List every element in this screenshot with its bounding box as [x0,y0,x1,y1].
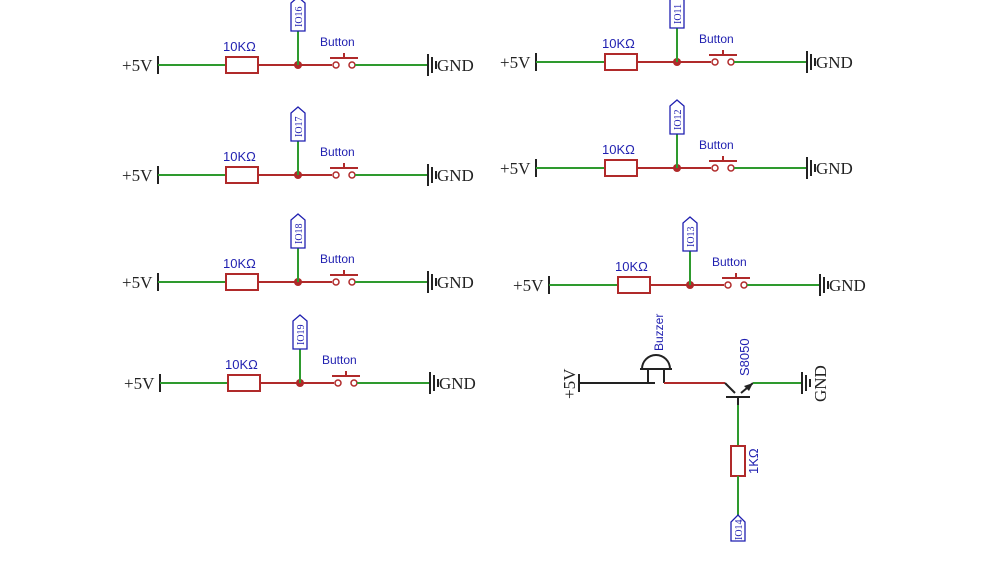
push-button-icon [709,50,737,66]
resistor [225,166,259,184]
ground-label: GND [439,374,476,393]
transistor-icon [724,382,754,405]
ground-label: GND [437,56,474,75]
ground-label: GND [829,276,866,295]
buzzer-ground-label: GND [811,365,830,402]
io-label: IO16 [294,6,305,27]
pulldown-circuits: +5V10KΩIO16ButtonGND+5V10KΩIO17ButtonGND… [122,0,866,394]
ground-label: GND [437,166,474,185]
resistor [227,374,261,392]
resistor-label: 10KΩ [615,259,648,274]
push-button-icon [709,156,737,172]
io-port: IO17 [290,106,306,142]
io-port: IO12 [669,99,685,135]
push-button-icon [722,273,750,289]
supply-label: +5V [124,374,155,393]
io14-port: IO14 [730,514,746,542]
button-label: Button [320,35,355,49]
ground-icon [806,51,816,73]
button-label: Button [712,255,747,269]
io-port: IO18 [290,213,306,249]
ground-icon [429,372,439,394]
io-label: IO17 [294,116,305,137]
resistor [617,276,651,294]
supply-label: +5V [500,53,531,72]
io-port: IO13 [682,216,698,252]
buzzer-icon [640,354,672,383]
resistor [225,56,259,74]
resistor [604,159,638,177]
base-resistor-label: 1KΩ [746,448,761,474]
io-label: IO13 [686,226,697,247]
resistor-label: 10KΩ [223,256,256,271]
io14-label: IO14 [734,519,745,540]
ground-label: GND [437,273,474,292]
button-label: Button [320,145,355,159]
io-port: IO19 [292,314,308,350]
supply-label: +5V [500,159,531,178]
io-label: IO11 [673,4,684,24]
io-label: IO18 [294,223,305,244]
button-label: Button [322,353,357,367]
buzzer-label: Buzzer [652,314,666,351]
resistor-label: 10KΩ [223,39,256,54]
io-label: IO19 [296,324,307,345]
supply-label: +5V [513,276,544,295]
supply-label: +5V [122,166,153,185]
button-label: Button [699,138,734,152]
supply-label: +5V [122,56,153,75]
io-label: IO12 [673,109,684,130]
resistor-label: 10KΩ [602,142,635,157]
resistor [225,273,259,291]
ground-icon [427,271,437,293]
supply-label: +5V [122,273,153,292]
ground-icon [427,164,437,186]
push-button-icon [330,53,358,69]
button-label: Button [320,252,355,266]
ground-icon [427,54,437,76]
base-resistor [730,445,746,477]
buzzer-supply-label: +5V [560,368,579,399]
buzzer-ground-icon [801,372,811,394]
resistor-label: 10KΩ [225,357,258,372]
resistor-label: 10KΩ [223,149,256,164]
transistor-label: S8050 [737,338,752,376]
push-button-icon [330,270,358,286]
ground-icon [819,274,829,296]
resistor-label: 10KΩ [602,36,635,51]
buzzer-circuit: +5V Buzzer S8050 GND 1KΩ [560,314,830,542]
push-button-icon [332,371,360,387]
ground-icon [806,157,816,179]
resistor [604,53,638,71]
button-label: Button [699,32,734,46]
push-button-icon [330,163,358,179]
io-port: IO16 [290,0,306,32]
ground-label: GND [816,53,853,72]
ground-label: GND [816,159,853,178]
io-port: IO11 [669,0,685,29]
